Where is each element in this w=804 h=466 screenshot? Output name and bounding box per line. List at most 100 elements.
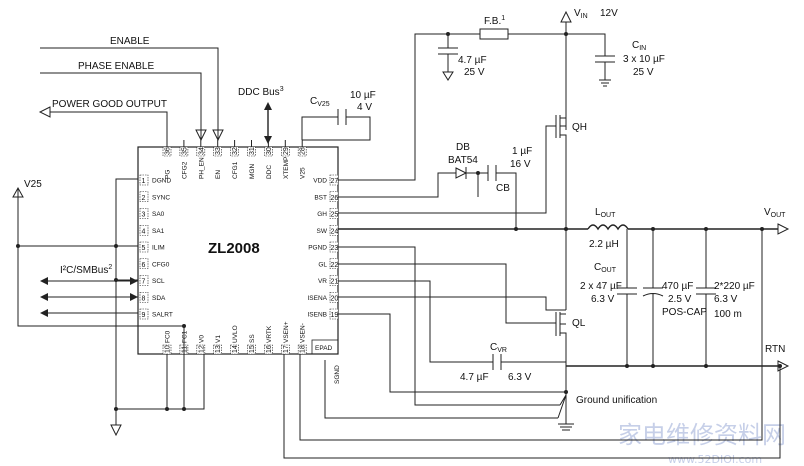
c470-capacitor-icon [642,229,664,366]
pin-name: ILIM [152,245,165,252]
cvr-value1: 4.7 µF [460,372,489,383]
cin-label: CIN [632,40,646,52]
isena-line [338,296,566,311]
pin-name: MGN [249,164,256,179]
bottom-pins: 10FC011FC112V013V114UVLO15SS16VRTK17VSEN… [162,321,307,355]
pin-name: SDA [152,295,166,302]
cv25-capacitor-icon [337,109,347,125]
cb-value1: 1 µF [512,146,532,157]
pin-name: V0 [198,335,205,343]
ground-join [557,394,567,419]
pin-number: 28 [300,147,307,155]
ddc-bus-label: DDC Bus3 [238,86,284,98]
vsen-plus-line [283,354,781,459]
junction-dot [114,407,118,411]
pin-name: VRTK [266,325,273,343]
pin-box [139,275,149,286]
pin-number: 3 [142,212,146,219]
cvr-capacitor-icon [492,354,502,370]
pin-name: VSEN- [300,323,307,343]
watermark-url: www.52DIOI.com [668,453,762,466]
v25-salrt-line [17,246,184,327]
cout-value1: 2 x 47 µF [580,281,622,292]
power-good-line [50,111,168,140]
pin-number: 30 [266,147,273,155]
pin-box [196,344,206,355]
pin-number: 7 [142,279,146,286]
junction-dot [182,324,186,328]
cout-value2: 6.3 V [591,294,615,305]
pin-name: VSEN+ [283,321,290,343]
c220-value1: 2*220 µF [714,281,755,292]
right-pins: 27VDD26BST25GH24SW23PGND22GL21VR20ISENA1… [307,174,339,320]
pin-name: PG [165,170,172,179]
cin-value1: 3 x 10 µF [623,54,665,65]
c470-value2: 2.5 V [668,294,692,305]
pin-number: 25 [331,212,339,219]
epad-label: EPAD [315,345,333,352]
pin-name: BST [314,194,327,201]
i2c-sda-line [40,293,138,301]
vsen-minus-line [299,229,763,441]
c470-value1: 470 µF [662,281,693,292]
pin-name: DDC [266,165,273,179]
cv25-value2: 4 V [357,102,372,113]
cb-capacitor-icon [487,165,497,181]
pin-name: ISENA [307,295,327,302]
pin-box [139,258,149,270]
ferrite-bead-icon [479,28,509,40]
vin-label: VIN [574,8,588,20]
pin-name: EN [215,170,222,179]
pin-box [139,174,149,186]
pin-name: SYNC [152,194,170,201]
junction-dot [114,244,118,248]
pin-number: 24 [331,228,339,235]
cvdd-ground-icon [442,71,454,81]
phase-enable-line [40,72,202,140]
pin-number: 18 [300,345,307,353]
pin-number: 20 [331,295,339,302]
vout-arrow-icon [777,223,790,235]
cvdd-capacitor-icon [438,47,458,55]
enable-line [40,47,219,140]
gh-line [338,125,556,214]
cvr-value2: 6.3 V [508,372,532,383]
c220-value3: 100 m [714,309,742,320]
phase-enable-label: PHASE ENABLE [78,61,154,72]
pin-name: FC0 [165,330,172,343]
pin-name: SS [249,334,256,343]
pin-number: 27 [331,178,339,185]
i2c-scl-line [40,277,138,285]
i2c-label: I²C/SMBus2 [60,264,112,276]
pin-name: GH [317,211,327,218]
pin-name: FC1 [181,330,188,343]
junction-dot [564,390,568,394]
cvdd-value2: 25 V [464,67,485,78]
pin-number: 10 [165,345,172,353]
junction-dot [704,364,708,368]
pin-name: PH_EN [198,157,205,179]
pin-name: SA0 [152,211,165,218]
c220-value2: 6.3 V [714,294,738,305]
pin-box [139,224,149,236]
pgnd-to-ground [414,262,560,406]
pin-name: ISENB [307,312,327,319]
cout-label: COUT [594,262,617,274]
cin-capacitor-icon [595,55,615,63]
cv25-wire [301,116,371,141]
cout-capacitor-icon [617,229,637,366]
cv25-value1: 10 µF [350,90,376,101]
junction-dot [778,364,782,368]
junction-dot [760,227,764,231]
pin-box [247,344,256,355]
db-part: BAT54 [448,155,478,166]
dgnd-ground-arrow-icon [110,424,122,437]
bst-line [338,172,456,198]
junction-dot [651,364,655,368]
junction-dot [625,364,629,368]
i2c-salrt-line [40,309,138,317]
pin-name: XTEMP [283,157,290,179]
cb-value2: 16 V [510,159,531,170]
pin-name: VR [318,278,327,285]
